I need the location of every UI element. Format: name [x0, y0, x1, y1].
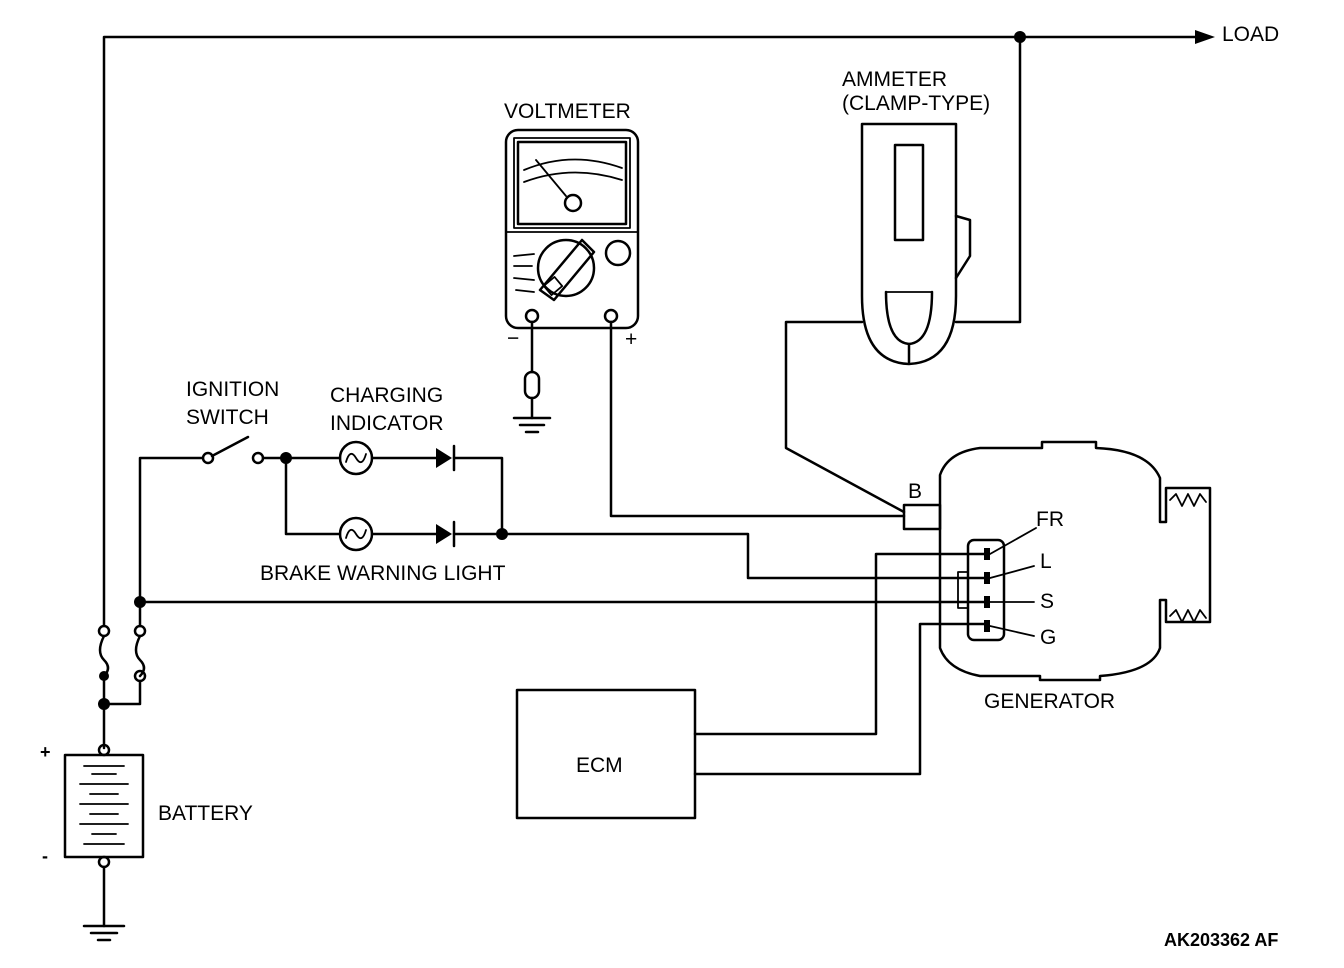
terminal-l-label: L [1040, 550, 1052, 573]
ecm-wires [693, 552, 990, 776]
charging-label-line1: CHARGING [330, 384, 443, 407]
charging-indicator-lamp [284, 440, 504, 536]
ecm-box [515, 688, 697, 820]
load-feed-wire [102, 30, 1215, 627]
fuses [97, 606, 147, 750]
terminal-s-label: S [1040, 590, 1054, 613]
terminal-fr-label: FR [1036, 508, 1064, 531]
charging-label-line2: INDICATOR [330, 412, 444, 435]
battery [63, 743, 145, 942]
ammeter-to-b-wire [784, 320, 906, 514]
ignition-label-line1: IGNITION [186, 378, 279, 401]
load-label: LOAD [1222, 23, 1279, 46]
terminal-b-label: B [908, 480, 922, 503]
battery-minus-label: - [42, 846, 48, 866]
generator [902, 440, 1212, 682]
voltmeter [504, 128, 640, 330]
ammeter-label-line2: (CLAMP-TYPE) [842, 92, 990, 115]
ammeter-label-line1: AMMETER [842, 68, 947, 91]
generator-label: GENERATOR [984, 690, 1115, 713]
figure-code: AK203362 AF [1164, 930, 1278, 950]
ignition-label-line2: SWITCH [186, 406, 269, 429]
brake-warning-label: BRAKE WARNING LIGHT [260, 562, 506, 585]
brake-warning-lamp [284, 456, 508, 552]
voltmeter-label: VOLTMETER [504, 100, 631, 123]
terminal-g-label: G [1040, 626, 1056, 649]
lamp-to-l-wire [500, 532, 990, 580]
battery-plus-label: + [40, 742, 51, 762]
ignition-switch [138, 435, 292, 604]
voltmeter-plus-label: + [625, 328, 637, 351]
voltmeter-positive-lead [609, 320, 906, 518]
ammeter-load-wire [954, 35, 1022, 324]
voltmeter-ground-lead [512, 320, 552, 434]
voltmeter-minus-label: − [507, 327, 519, 350]
ammeter [860, 122, 972, 366]
s-sense-wire [134, 596, 990, 608]
battery-label: BATTERY [158, 802, 253, 825]
ecm-label: ECM [576, 754, 623, 777]
